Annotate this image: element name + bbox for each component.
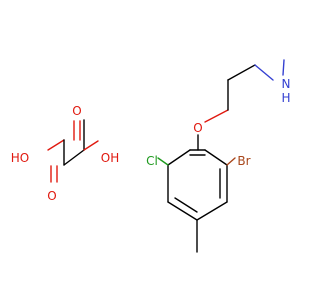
amine-nitrogen-label: N [282, 77, 291, 91]
molecule-canvas: O N H Cl Br HO OH O O [0, 0, 300, 300]
amine-hydrogen-label: H [281, 91, 290, 105]
bond [174, 197, 198, 213]
background [0, 0, 300, 300]
bond [47, 139, 65, 151]
hydroxyl-right-label: OH [101, 151, 119, 165]
structure-diagram: O N H Cl Br HO OH O O [0, 0, 300, 300]
bond [167, 201, 198, 221]
bond [83, 140, 99, 151]
carbonyl-oxygen-bottom-label: O [47, 189, 56, 203]
bond [167, 149, 191, 166]
ether-oxygen-label: O [193, 121, 202, 135]
bond [196, 201, 228, 221]
bromo-bond [226, 157, 236, 166]
n-methyl-bond [282, 59, 285, 76]
oxalic-acid [47, 119, 99, 183]
chloro-bond [157, 157, 169, 166]
amine-bond [254, 64, 274, 81]
bond [63, 149, 85, 166]
carbonyl-oxygen-top-label: O [72, 104, 81, 118]
chlorine-label: Cl [146, 154, 158, 168]
bond [204, 149, 228, 166]
oxygen-chain-bond [204, 109, 229, 123]
benzene-ring [167, 149, 228, 221]
chain-bond [227, 64, 256, 81]
hydroxyl-left-label: HO [11, 151, 29, 165]
bromine-label: Br [237, 154, 250, 168]
